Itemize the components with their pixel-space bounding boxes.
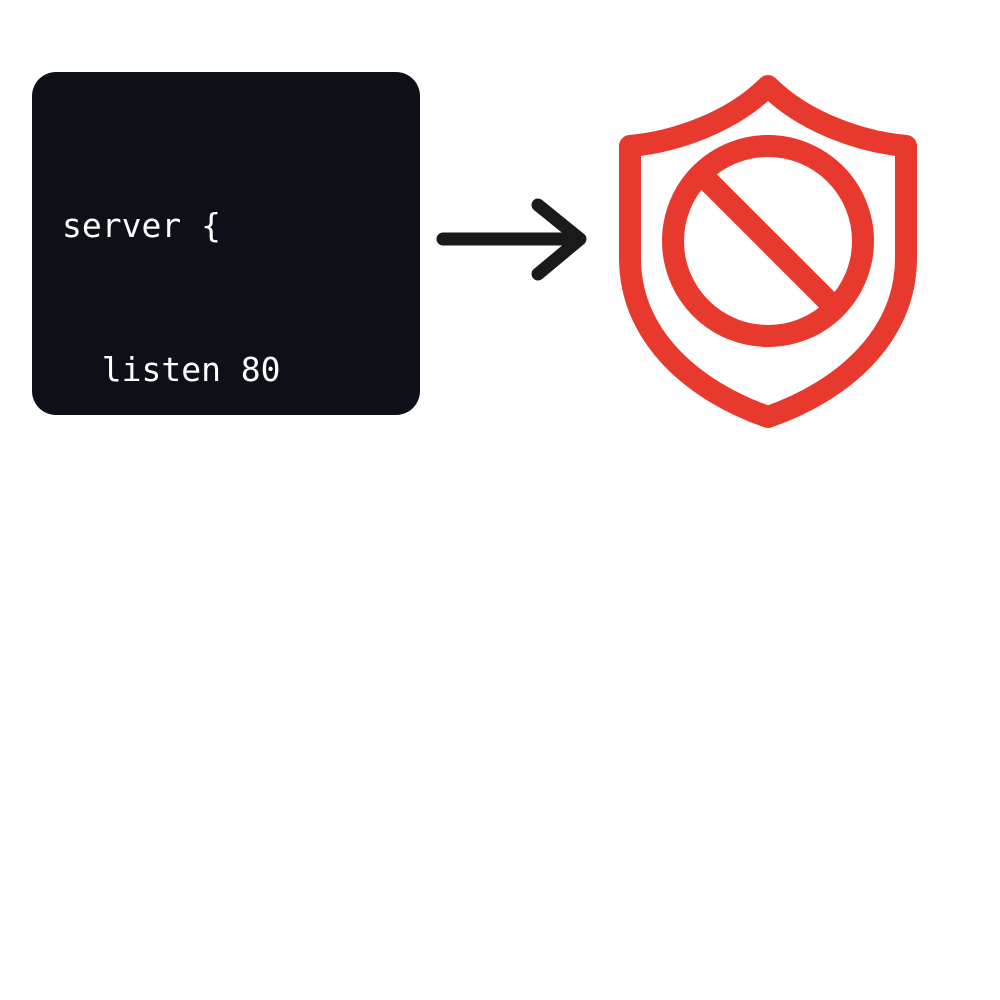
arrow-container bbox=[425, 185, 605, 300]
code-line: default_server; bbox=[62, 494, 400, 533]
code-line: server { bbox=[62, 206, 221, 245]
code-line: listen 80 bbox=[62, 350, 281, 389]
code-line: server_name _ bbox=[62, 638, 361, 677]
code-block: server { listen 80 default_server; serve… bbox=[32, 72, 420, 965]
shield-container bbox=[600, 60, 940, 435]
code-line: return 444; bbox=[62, 782, 321, 821]
right-arrow-icon bbox=[436, 198, 587, 281]
shield-blocked-icon bbox=[619, 75, 917, 428]
code-line: } bbox=[62, 926, 82, 965]
diagram-canvas: server { listen 80 default_server; serve… bbox=[32, 60, 940, 965]
code-text: server { listen 80 default_server; serve… bbox=[62, 106, 402, 1000]
